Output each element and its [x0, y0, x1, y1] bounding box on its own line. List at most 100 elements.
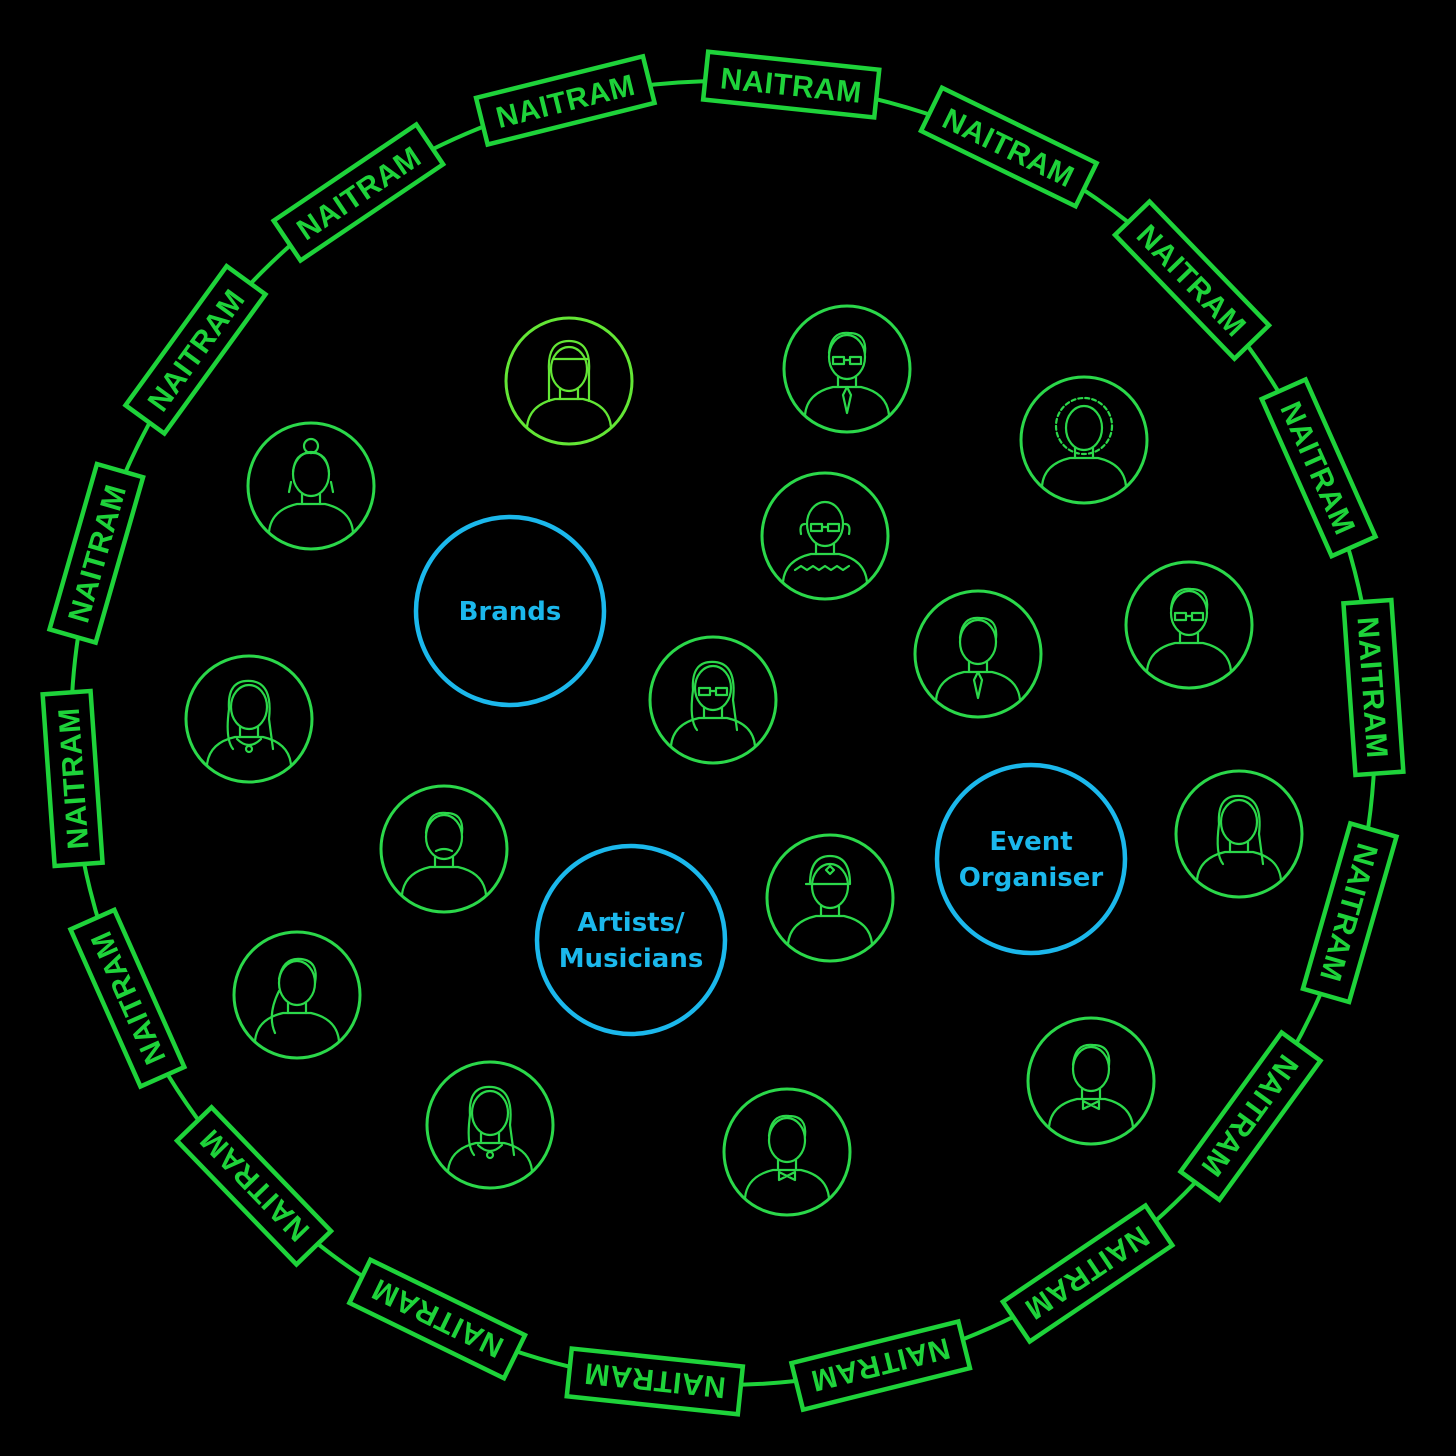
avatar-frame: [782, 304, 912, 434]
man-mustache-avatar-icon: [400, 811, 488, 897]
ring-badge: NAITRAM: [270, 121, 447, 264]
avatar-frame: [760, 471, 890, 601]
category-label: Event: [989, 827, 1072, 857]
avatar-frame: [765, 833, 895, 963]
woman-long-hair-avatar-icon: [1195, 794, 1283, 882]
category-circle: [534, 843, 728, 1037]
avatar-frame: [1174, 769, 1304, 899]
woman-bun-avatar-icon: [267, 437, 355, 534]
badge-label: NAITRAM: [194, 1122, 316, 1247]
badge-frame: [788, 1318, 973, 1413]
avatar-frame: [425, 1060, 555, 1190]
ring-badge: NAITRAM: [40, 688, 105, 869]
ring-badge: NAITRAM: [46, 461, 146, 646]
avatar-man-glasses-tie: [782, 304, 912, 434]
avatar-man-suit: [913, 589, 1043, 719]
avatar-frame: [722, 1087, 852, 1217]
badge-frame: [917, 84, 1100, 210]
ring-badge: NAITRAM: [1341, 597, 1406, 778]
badge-frame: [473, 53, 658, 148]
badge-frame: [1258, 376, 1379, 560]
avatar-frame: [504, 316, 634, 446]
ring-badge: NAITRAM: [1111, 198, 1273, 362]
avatar-cluster: [184, 304, 1304, 1217]
avatar-woman-ponytail: [232, 930, 362, 1060]
ring-badge: NAITRAM: [564, 1346, 746, 1417]
avatar-woman-glasses: [648, 635, 778, 765]
man-bowtie-avatar-icon: [743, 1114, 831, 1200]
man-glasses-tie-avatar-icon: [803, 331, 891, 417]
woman-necklace-avatar-icon: [205, 679, 293, 767]
avatar-frame: [1019, 375, 1149, 505]
woman-curly-hair-avatar-icon: [1040, 396, 1128, 488]
avatar-woman-bun: [246, 421, 376, 551]
avatar-frame: [648, 635, 778, 765]
woman-glasses-avatar-icon: [669, 660, 757, 748]
avatar-man-sunglasses: [1124, 560, 1254, 690]
ring-badge: NAITRAM: [917, 84, 1100, 210]
man-sunglasses-avatar-icon: [1145, 587, 1233, 673]
outer-ring: NAITRAMNAITRAMNAITRAMNAITRAMNAITRAMNAITR…: [40, 49, 1406, 1417]
avatar-old-man-bald: [760, 471, 890, 601]
badge-frame: [122, 262, 269, 437]
avatar-woman-bangs: [504, 316, 634, 446]
category-circle: [934, 762, 1128, 956]
badge-frame: [173, 1104, 335, 1268]
ring-badge: NAITRAM: [473, 53, 658, 148]
ring-badge: NAITRAM: [788, 1318, 973, 1413]
category-label: Artists/: [577, 908, 685, 938]
woman-bangs-avatar-icon: [525, 339, 613, 429]
avatar-frame: [246, 421, 376, 551]
avatar-woman-curly: [1019, 375, 1149, 505]
ring-badge: NAITRAM: [700, 49, 882, 120]
category-brands: Brands: [413, 514, 607, 708]
badge-frame: [1177, 1029, 1324, 1204]
man-suit-avatar-icon: [934, 616, 1022, 702]
woman-earrings-avatar-icon: [446, 1085, 534, 1173]
category-label: Musicians: [559, 944, 704, 974]
badge-frame: [40, 688, 105, 869]
man-shirt-avatar-icon: [1047, 1043, 1135, 1129]
ring-badge: NAITRAM: [173, 1104, 335, 1268]
avatar-frame: [379, 784, 509, 914]
badge-frame: [67, 906, 188, 1090]
badge-label: NAITRAM: [1130, 219, 1252, 344]
badge-frame: [346, 1256, 529, 1382]
ring-badge: NAITRAM: [122, 262, 269, 437]
category-circle: [413, 514, 607, 708]
avatar-frame: [232, 930, 362, 1060]
avatar-frame: [184, 654, 314, 784]
avatar-woman-necklace: [184, 654, 314, 784]
avatar-man-bowtie: [722, 1087, 852, 1217]
old-man-bald-avatar-icon: [781, 500, 869, 584]
badge-frame: [1341, 597, 1406, 778]
avatar-frame: [1026, 1016, 1156, 1146]
category-artists: Artists/Musicians: [534, 843, 728, 1037]
ring-badge: NAITRAM: [346, 1256, 529, 1382]
ring-badge: NAITRAM: [67, 906, 188, 1090]
ring-badge: NAITRAM: [1258, 376, 1379, 560]
avatar-frame: [913, 589, 1043, 719]
avatar-man-shirt: [1026, 1016, 1156, 1146]
badge-frame: [999, 1202, 1176, 1345]
badge-frame: [700, 49, 882, 120]
man-cap-avatar-icon: [786, 854, 874, 946]
badge-frame: [564, 1346, 746, 1417]
badge-frame: [46, 461, 146, 646]
avatar-man-cap: [765, 833, 895, 963]
ring-badge: NAITRAM: [1177, 1029, 1324, 1204]
avatar-woman-long-hair: [1174, 769, 1304, 899]
badge-frame: [1300, 820, 1400, 1005]
avatar-frame: [1124, 560, 1254, 690]
ring-badge: NAITRAM: [1300, 820, 1400, 1005]
avatar-man-mustache: [379, 784, 509, 914]
badge-frame: [270, 121, 447, 264]
woman-ponytail-avatar-icon: [253, 957, 341, 1043]
avatar-woman-earrings: [425, 1060, 555, 1190]
category-label: Brands: [459, 597, 562, 627]
category-label: Organiser: [959, 863, 1104, 893]
badge-frame: [1111, 198, 1273, 362]
